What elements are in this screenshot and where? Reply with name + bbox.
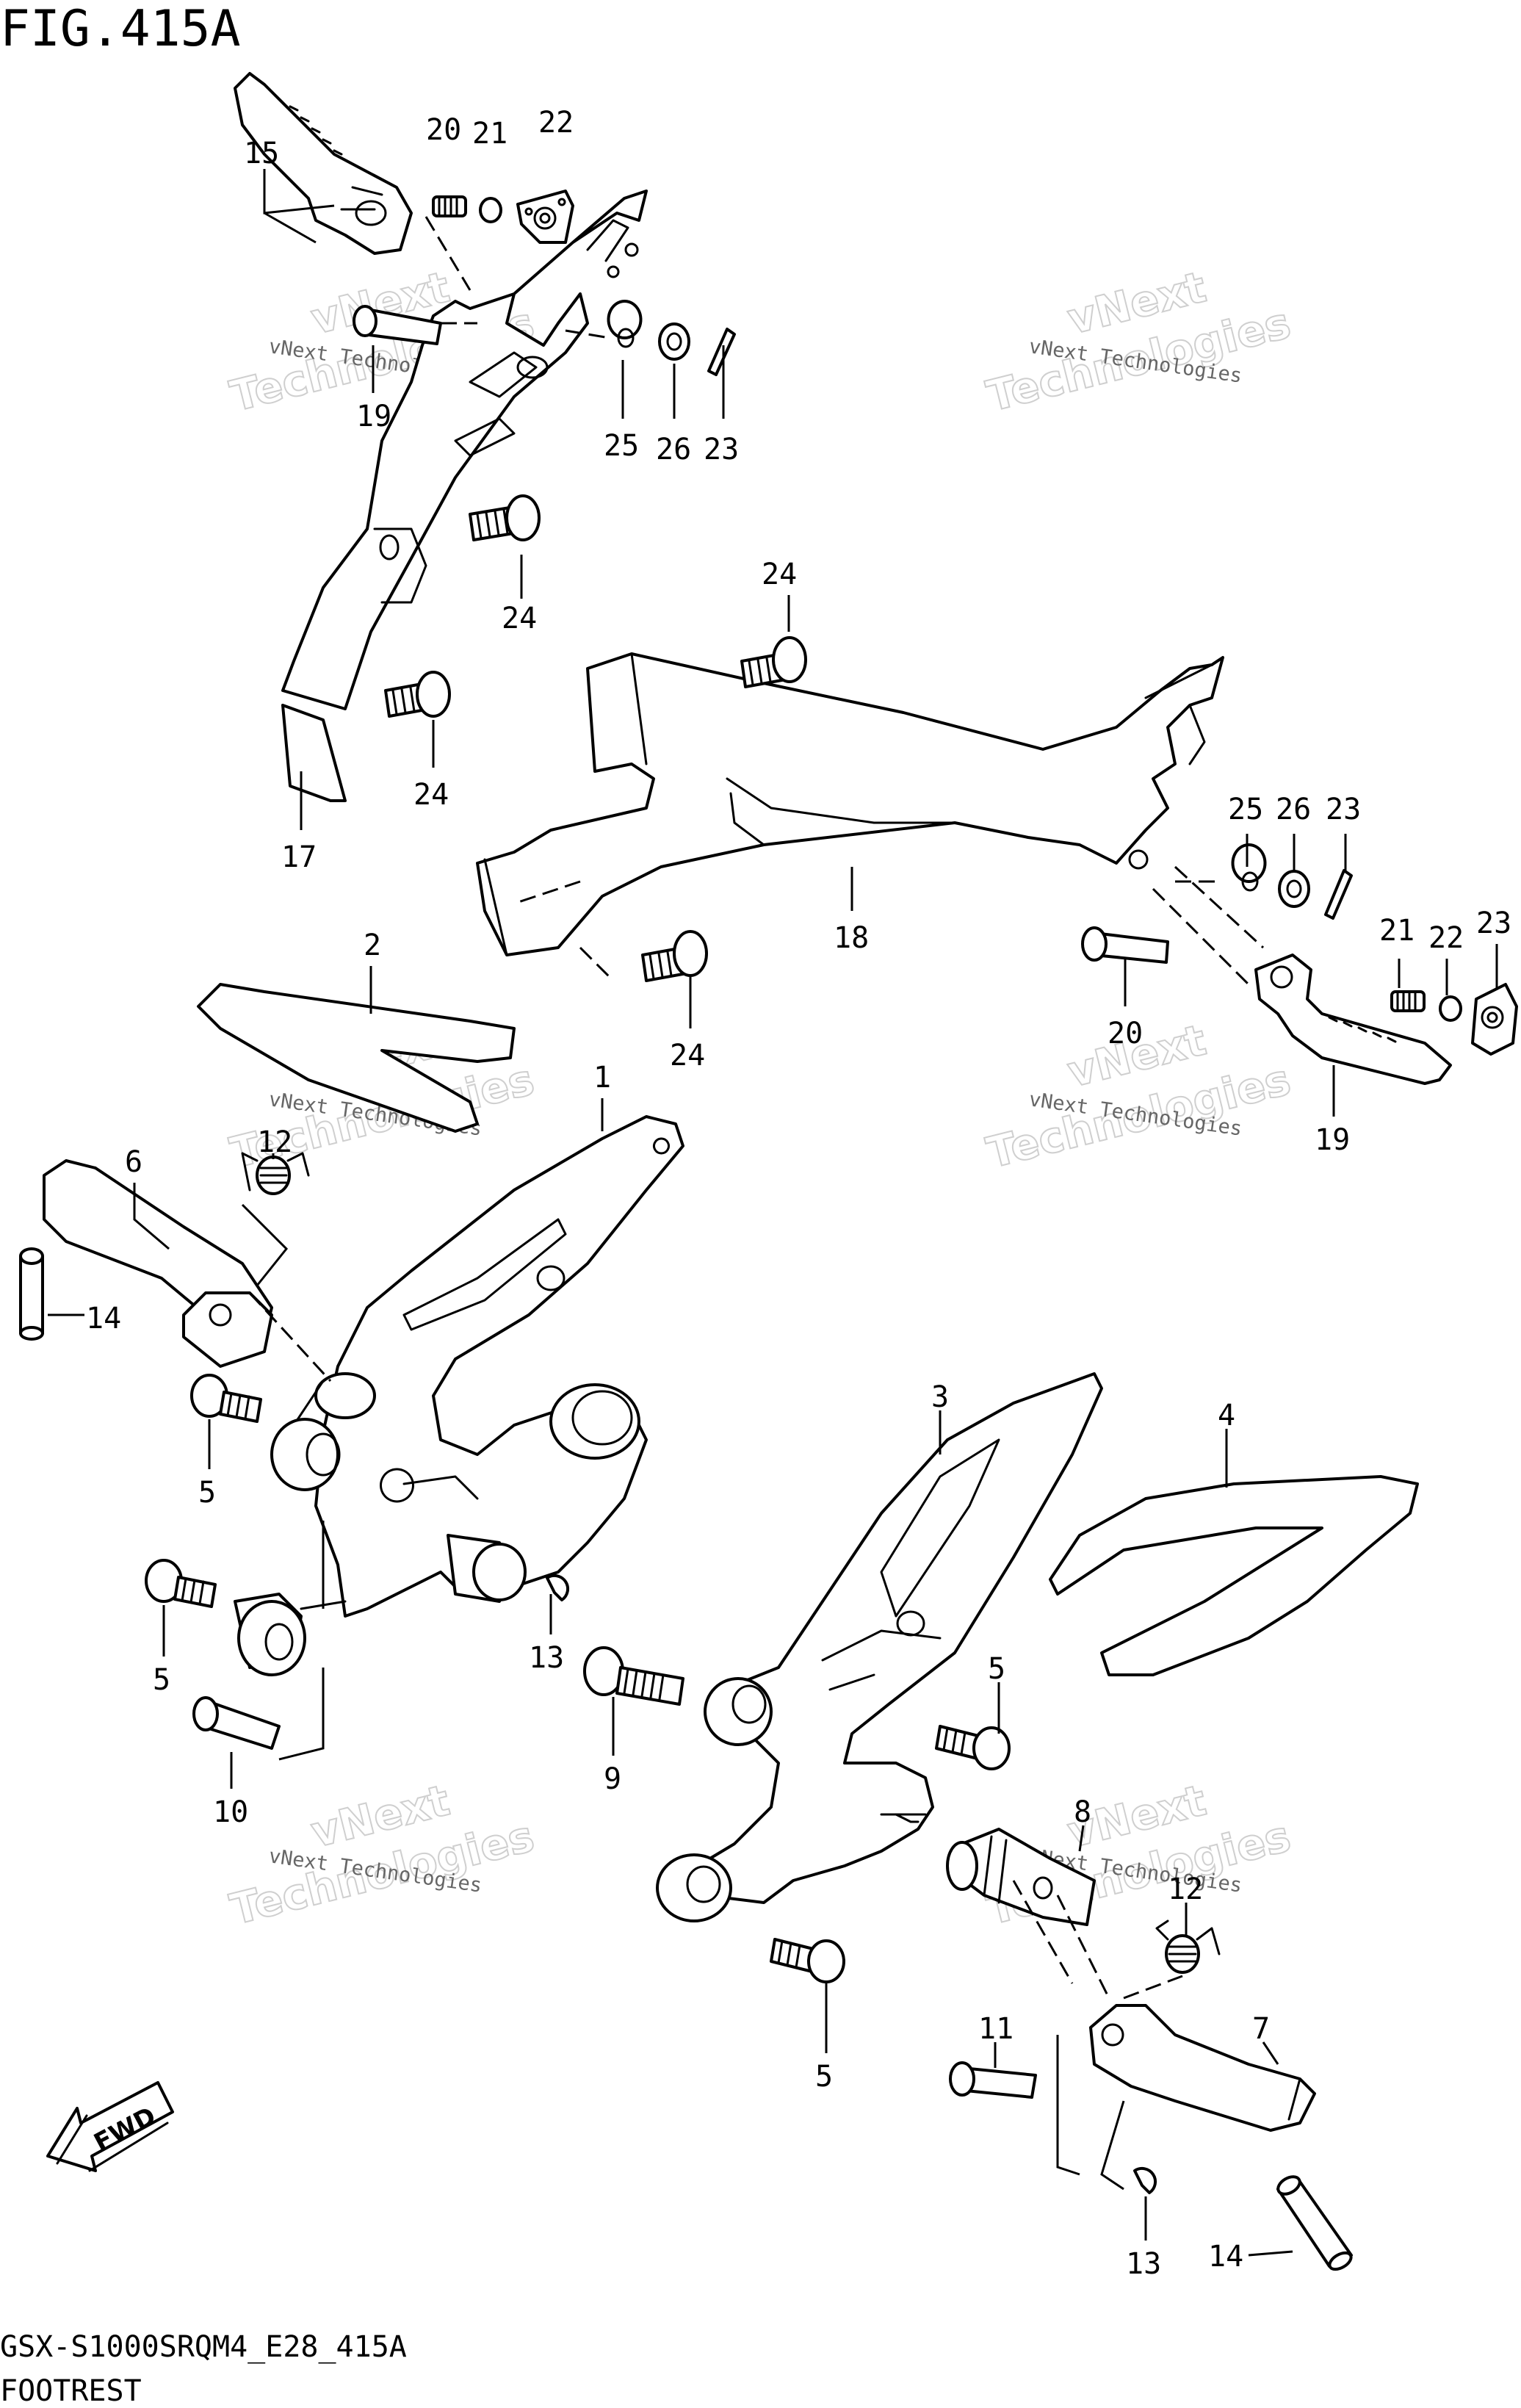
callout-labels: 15 19 20 21 22 25 26 23 24 24 17 24 18 2… — [86, 106, 1511, 2281]
callout-24: 24 — [413, 778, 449, 812]
rider-footrest-left-group — [19, 983, 684, 1761]
figure-caption: FOOTREST — [0, 2374, 142, 2408]
callout-13: 13 — [529, 1641, 564, 1675]
callout-20: 21 — [1379, 914, 1415, 948]
bracket-eye-top — [704, 1677, 773, 1746]
bolt-9 — [583, 1646, 684, 1706]
bolt-24d — [641, 930, 708, 982]
callout-7: 7 — [1252, 2012, 1270, 2046]
pivot-boss — [314, 1372, 376, 1419]
circlip-25a — [607, 300, 643, 339]
bracket-eye — [549, 1383, 640, 1460]
callout-14: 14 — [86, 1302, 121, 1335]
callout-leaders — [48, 169, 1498, 2257]
rider-footrest-7 — [1089, 2004, 1316, 2132]
callout-16: 18 — [834, 921, 869, 955]
callout-8: 8 — [1074, 1795, 1091, 1829]
model-code: GSX-S1000SRQM4_E28_415A — [0, 2330, 407, 2364]
callout-20: 20 — [426, 113, 461, 147]
bolt-5b — [145, 1559, 217, 1608]
callout-22: 23 — [1476, 906, 1511, 940]
pin-19a — [353, 305, 442, 345]
ball-21a — [479, 197, 502, 223]
ball-21b — [1439, 995, 1462, 1022]
plate-22a — [516, 190, 574, 244]
circlip-25b — [1231, 843, 1267, 883]
shaft-end — [472, 1543, 527, 1601]
callout-6: 6 — [125, 1145, 142, 1179]
callout-26: 26 — [1276, 793, 1311, 826]
callout-1: 1 — [593, 1061, 611, 1095]
callout-3: 3 — [931, 1380, 949, 1414]
watermark-top-right: vNext Technologies vNext Technologies — [981, 261, 1296, 422]
spring-12b — [1155, 1919, 1221, 1974]
callout-14: 14 — [1208, 2240, 1243, 2274]
bolt-5c — [935, 1725, 1011, 1770]
callout-2: 2 — [364, 929, 381, 962]
forward-direction-badge: FWD — [46, 2081, 174, 2172]
callout-13: 13 — [1126, 2247, 1161, 2281]
callout-18: 19 — [1315, 1123, 1350, 1157]
bracket-16-group — [476, 636, 1518, 1085]
pillion-footrest-18 — [1254, 954, 1452, 1085]
bolt-24a — [469, 494, 541, 541]
callout-12: 12 — [1168, 1872, 1203, 1906]
pin-10 — [192, 1696, 281, 1750]
callout-10: 10 — [213, 1795, 248, 1829]
callout-19: 20 — [1108, 1017, 1143, 1050]
callout-21: 22 — [1428, 921, 1464, 955]
callout-5: 5 — [988, 1652, 1005, 1686]
callout-23: 23 — [1326, 793, 1361, 826]
figure-title: FIG.415A — [0, 0, 241, 58]
bolt-5a — [190, 1374, 262, 1423]
rider-footrest-right-group — [583, 1372, 1419, 2271]
bracket-15-group — [234, 72, 736, 802]
eclip-13a — [546, 1574, 569, 1601]
callout-5: 5 — [198, 1476, 216, 1510]
spring-20b — [1390, 990, 1426, 1012]
bushing — [270, 1418, 339, 1491]
bolt-24b — [384, 671, 451, 718]
callout-25: 25 — [1228, 793, 1263, 826]
pillion-footrest-bracket-16 — [476, 652, 1224, 956]
callout-24: 24 — [502, 602, 537, 635]
callout-25: 25 — [604, 429, 639, 463]
washer-26b — [1278, 870, 1310, 908]
callout-19: 19 — [356, 400, 391, 433]
spring-20a — [432, 195, 467, 217]
bolt-24c — [740, 636, 807, 688]
watermark-bottom-left: vNext Technologies vNext Technologies — [225, 1774, 540, 1935]
pin-14a — [19, 1247, 44, 1341]
footrest-bracket-3 — [696, 1372, 1103, 1904]
callout-11: 11 — [978, 2012, 1014, 2046]
callout-21: 21 — [472, 117, 507, 151]
callout-23: 23 — [704, 433, 739, 466]
callout-5: 5 — [153, 1663, 170, 1697]
callout-22: 22 — [538, 106, 574, 140]
callout-26: 26 — [656, 433, 691, 466]
pin-19b — [1081, 926, 1169, 964]
lower-bushing — [237, 1600, 306, 1676]
heel-guard-2 — [197, 983, 516, 1133]
callout-12: 12 — [257, 1125, 292, 1159]
callout-9: 9 — [604, 1762, 621, 1796]
pin-11 — [949, 2061, 1037, 2099]
callout-4: 4 — [1218, 1399, 1235, 1432]
callout-5: 5 — [815, 2060, 833, 2094]
heel-guard-4 — [1049, 1475, 1419, 1676]
callout-17: 15 — [244, 137, 279, 170]
bolt-5d — [770, 1938, 845, 1983]
callout-15: 17 — [281, 840, 317, 874]
callout-24: 24 — [762, 558, 797, 591]
cotter-pin-23b — [1324, 869, 1353, 920]
washer-26a — [658, 322, 690, 361]
eclip-13b — [1133, 2166, 1157, 2194]
cotter-pin-23a — [707, 328, 736, 376]
plate-22b — [1471, 983, 1518, 1056]
pin-14b — [1276, 2175, 1353, 2271]
bracket-eye-bottom — [656, 1853, 732, 1922]
callout-24: 24 — [670, 1039, 705, 1073]
